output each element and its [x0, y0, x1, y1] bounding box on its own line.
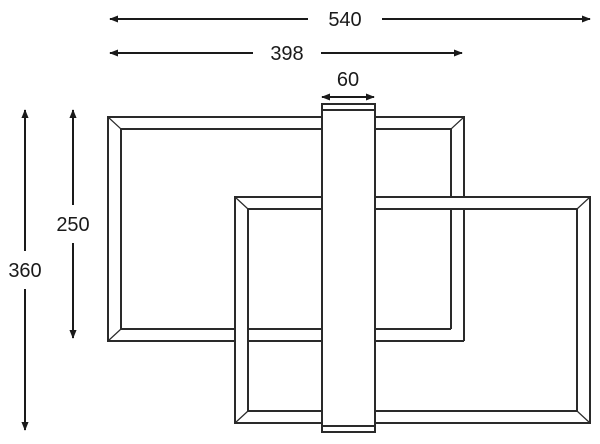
rect-height-label: 250 [56, 214, 89, 236]
dimension-overall-height: 360 [8, 109, 42, 431]
front-frame-inner [247, 208, 578, 412]
overall-height-label: 360 [8, 260, 41, 282]
rect-width-label: 398 [270, 43, 303, 65]
vertical-bar-body [321, 103, 376, 433]
front-frame-outer [234, 196, 591, 424]
dimension-rect-height: 250 [56, 109, 90, 339]
dimension-rect-width: 398 [109, 43, 463, 65]
dimension-overall-width: 540 [109, 9, 591, 31]
bar-width-label: 60 [337, 69, 359, 91]
vertical-bar [321, 103, 376, 433]
overall-width-label: 540 [328, 9, 361, 31]
dimension-bar-width: 60 [321, 69, 375, 101]
front-frame [234, 196, 591, 424]
